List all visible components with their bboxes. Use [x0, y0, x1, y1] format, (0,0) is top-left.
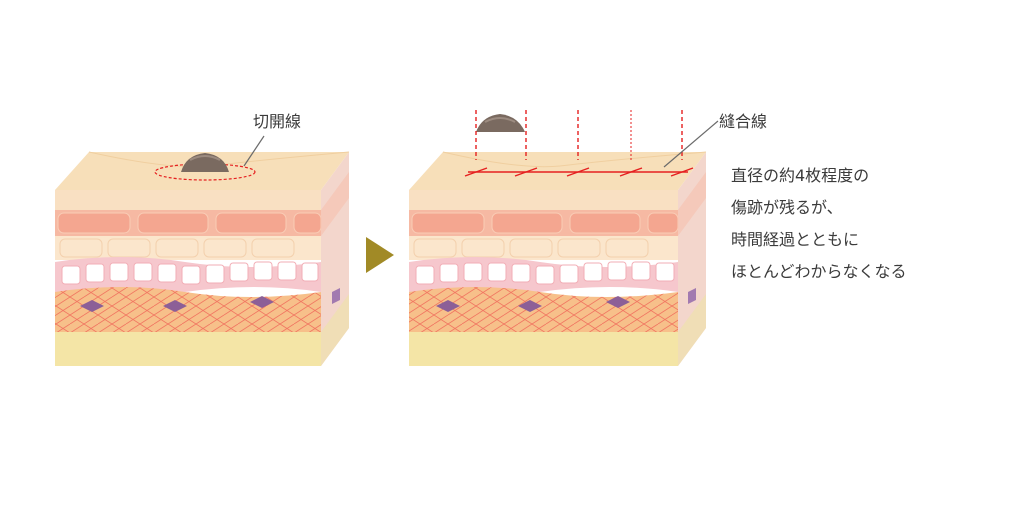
- incision-line-label: 切開線: [253, 112, 302, 131]
- skin-block-after: [409, 151, 707, 366]
- description-line: 時間経過とともに: [731, 230, 860, 249]
- skin-block-before: [55, 151, 350, 366]
- suture-line-label: 縫合線: [719, 112, 768, 131]
- incision-leader-line: [243, 135, 265, 167]
- description-line: 直径の約4枚程度の: [731, 166, 870, 185]
- description-text: 直径の約4枚程度の 傷跡が残るが、 時間経過とともに ほとんどわからなくなる: [731, 160, 907, 288]
- description-line: 傷跡が残るが、: [731, 198, 843, 217]
- suture-marks: [464, 110, 694, 177]
- triangle-right-icon: [366, 237, 394, 273]
- mole-before: [154, 153, 256, 181]
- description-line: ほとんどわからなくなる: [731, 262, 907, 281]
- suture-leader-line: [663, 120, 719, 168]
- mole-removed: [476, 114, 525, 132]
